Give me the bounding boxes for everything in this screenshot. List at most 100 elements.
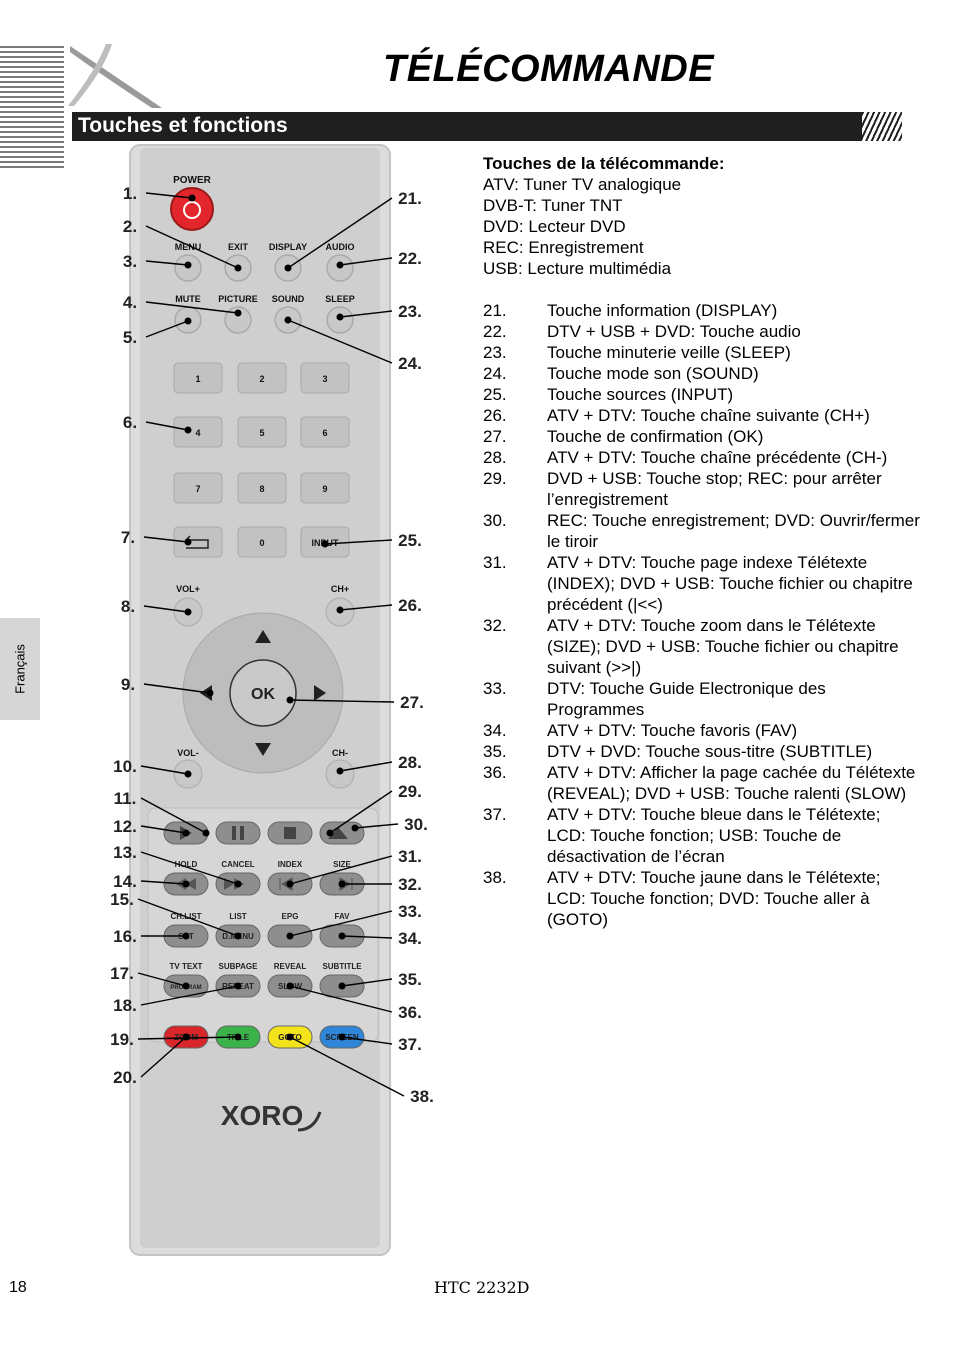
model-name: HTC 2232D <box>434 1278 530 1297</box>
callout-dot <box>336 261 344 269</box>
stop-icon <box>284 827 296 839</box>
callout-dot <box>234 1033 242 1041</box>
callout-number: 11. <box>114 789 137 808</box>
legend-line: ATV: Tuner TV analogique <box>483 175 682 194</box>
item-text: DTV + USB + DVD: Touche audio <box>547 322 801 341</box>
pause-icon <box>240 826 244 840</box>
brand-swoosh-icon <box>297 1111 322 1132</box>
item-number: 37. <box>483 805 507 824</box>
item-text: ATV + DTV: Touche jaune dans le Télétext… <box>547 868 881 929</box>
callout-number: 36. <box>398 1003 422 1022</box>
ok-button <box>229 659 297 727</box>
arrow-right-icon <box>314 685 326 701</box>
transport-key <box>215 821 261 845</box>
digit-key <box>237 416 287 448</box>
item-number: 30. <box>483 511 507 530</box>
list-item: 28.ATV + DTV: Touche chaîne précédente (… <box>483 447 923 468</box>
callout-number: 34. <box>398 929 422 948</box>
callout-dot <box>234 264 242 272</box>
callout-number: 27. <box>400 693 424 712</box>
list-item: 34. ATV + DTV: Touche favoris (FAV) <box>483 720 923 741</box>
item-number: 34. <box>483 721 507 740</box>
vol-minus-label: VOL- <box>177 748 199 758</box>
callout-number: 3. <box>123 252 137 271</box>
callout-dot <box>284 264 292 272</box>
callout-number: 33. <box>398 902 422 921</box>
callout-line <box>289 985 393 1013</box>
digit-label: 0 <box>259 538 264 548</box>
callout-line <box>140 851 239 885</box>
callout-dot <box>188 194 196 202</box>
callout-dot <box>336 313 344 321</box>
callout-number: 2. <box>123 217 137 236</box>
callout-line <box>341 1036 393 1045</box>
item-number: 29. <box>483 469 507 488</box>
language-label: Français <box>12 644 28 694</box>
callout-number: 6. <box>123 413 137 432</box>
item-text: DTV + DVD: Touche sous-titre (SUBTITLE) <box>547 742 873 761</box>
list-item: 26.ATV + DTV: Touche chaîne suivante (CH… <box>483 405 923 426</box>
pause-icon <box>232 826 236 840</box>
callout-dot <box>321 540 329 548</box>
item-text: ATV + DTV: Touche page indexe Télétexte … <box>547 553 913 614</box>
callout-dot <box>286 1033 294 1041</box>
callout-number: 17. <box>110 964 134 983</box>
brand-x-logo-icon <box>68 44 162 108</box>
callout-line <box>289 699 395 703</box>
digit-key <box>237 526 287 558</box>
callout-line <box>354 823 399 829</box>
legend-heading: Touches de la télécommande: <box>483 154 725 173</box>
callout-line <box>329 790 393 834</box>
callout-dot <box>202 829 210 837</box>
callout-dot <box>336 606 344 614</box>
item-text: DVD + USB: Touche stop; REC: pour arrête… <box>547 469 882 509</box>
callout-line <box>137 972 187 987</box>
item-text: Touche de confirmation (OK) <box>547 427 764 446</box>
callout-number: 16. <box>113 927 137 946</box>
item-number: 25. <box>483 385 507 404</box>
list-item: 30.REC: Touche enregistrement; DVD: Ouvr… <box>483 510 923 552</box>
hold-row-label: SIZE <box>333 860 351 869</box>
digit-label: 1 <box>195 374 200 384</box>
callout-number: 25. <box>398 531 422 550</box>
item-text: ATV + DTV: Touche chaîne suivante (CH+) <box>547 406 870 425</box>
digit-key <box>300 362 350 394</box>
legend-column: Touches de la télécommande: ATV: Tuner T… <box>483 153 923 930</box>
callout-dot <box>182 1033 190 1041</box>
arrow-down-icon <box>255 743 271 756</box>
row2-label: PICTURE <box>218 294 258 304</box>
callout-line <box>140 985 239 1006</box>
list-item: 32.ATV + DTV: Touche zoom dans le Téléte… <box>483 615 923 678</box>
item-text: ATV + DTV: Touche bleue dans le Télétext… <box>547 805 881 866</box>
callout-dot <box>184 608 192 616</box>
callout-number: 28. <box>398 753 422 772</box>
callout-number: 35. <box>398 970 422 989</box>
callout-line <box>289 1036 405 1097</box>
legend-line: REC: Enregistrement <box>483 238 644 257</box>
text-row-label: TV TEXT <box>170 962 203 971</box>
callout-dot <box>234 982 242 990</box>
callout-number: 5. <box>123 328 137 347</box>
row2-button <box>224 306 252 334</box>
legend-line: DVD: Lecteur DVD <box>483 217 626 236</box>
callout-line <box>341 978 393 987</box>
callout-dot <box>286 982 294 990</box>
callout-line <box>324 539 393 545</box>
header-stripes <box>0 46 64 170</box>
arrow-up-icon <box>255 630 271 643</box>
list-item: 37. ATV + DTV: Touche bleue dans le Télét… <box>483 804 923 867</box>
callout-dot <box>184 426 192 434</box>
digit-label: 8 <box>259 484 264 494</box>
item-number: 38. <box>483 868 507 887</box>
item-number: 31. <box>483 553 507 572</box>
hold-row-label: CANCEL <box>221 860 254 869</box>
callout-line <box>145 320 189 338</box>
list-item: 35.DTV + DVD: Touche sous-titre (SUBTITL… <box>483 741 923 762</box>
item-text: ATV + DTV: Afficher la page cachée du Té… <box>547 763 916 803</box>
row1-label: MENU <box>175 242 202 252</box>
item-text: ATV + DTV: Touche favoris (FAV) <box>547 721 798 740</box>
callout-number: 32. <box>398 875 422 894</box>
page-title: TÉLÉCOMMANDE <box>383 48 715 90</box>
item-text: Touche information (DISPLAY) <box>547 301 778 320</box>
